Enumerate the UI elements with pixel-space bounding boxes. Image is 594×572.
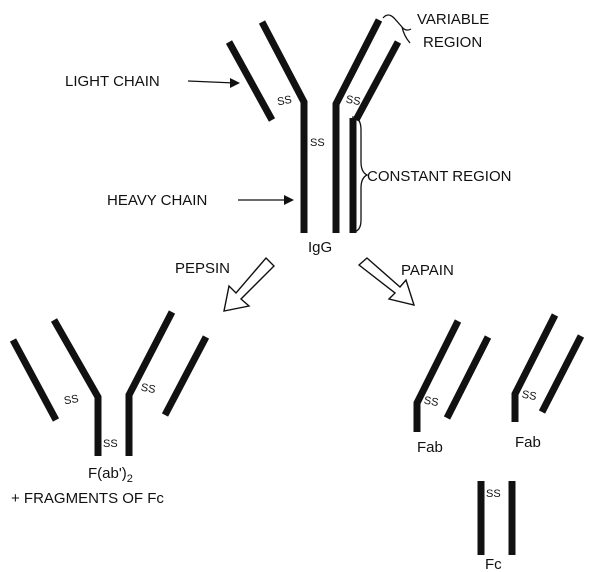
fab-fragment-right: SS bbox=[511, 313, 585, 422]
fc-label: Fc bbox=[485, 556, 502, 572]
igg-ss-heavy: SS bbox=[310, 137, 325, 149]
light-chain-label: LIGHT CHAIN bbox=[65, 73, 160, 90]
fragments-of-fc-label: + FRAGMENTS OF Fc bbox=[11, 490, 164, 507]
fab-right-label: Fab bbox=[515, 434, 541, 451]
igg-heavy-chain-right bbox=[332, 18, 383, 233]
fab2-heavy-chain-right bbox=[125, 310, 176, 456]
fab2-label-subscript: 2 bbox=[127, 473, 133, 485]
constant-region-label: CONSTANT REGION bbox=[367, 168, 511, 185]
light-chain-arrow-line bbox=[187, 80, 236, 84]
fab2-ss-heavy: SS bbox=[103, 438, 118, 450]
igg-light-chain-left bbox=[225, 40, 276, 122]
fab2-label: F(ab')2 bbox=[88, 465, 133, 485]
constant-region-brace bbox=[351, 116, 369, 233]
variable-region-label-line1: VARIABLE bbox=[417, 11, 489, 28]
fab2-light-chain-right bbox=[161, 335, 210, 417]
fab-left-heavy-chain bbox=[413, 319, 462, 432]
fc-ss: SS bbox=[486, 488, 501, 500]
pepsin-label: PEPSIN bbox=[175, 260, 230, 277]
heavy-chain-arrow-head bbox=[284, 195, 294, 205]
igg-heavy-chain-left bbox=[258, 20, 308, 233]
fc-fragment: SS bbox=[477, 481, 516, 555]
fab-right-ss: SS bbox=[521, 389, 538, 403]
fab2-fragment: SS SS SS bbox=[9, 310, 210, 456]
igg-molecule: SS SS SS bbox=[225, 18, 402, 233]
pepsin-arrow bbox=[223, 256, 275, 312]
fab-right-light-chain bbox=[538, 334, 585, 414]
heavy-chain-label: HEAVY CHAIN bbox=[107, 192, 207, 209]
igg-ss-light-right: SS bbox=[345, 94, 362, 108]
papain-arrow bbox=[357, 257, 416, 306]
fab2-ss-right: SS bbox=[140, 382, 157, 396]
light-chain-arrow-head bbox=[230, 78, 240, 88]
fab-left-label: Fab bbox=[417, 439, 443, 456]
igg-ss-light-left: SS bbox=[276, 94, 293, 108]
igg-light-chain-right bbox=[352, 40, 402, 122]
variable-region-label-line2: REGION bbox=[423, 34, 482, 51]
fab-right-heavy-chain bbox=[511, 313, 559, 422]
igg-label: IgG bbox=[308, 239, 332, 256]
fab2-light-chain-left bbox=[9, 338, 60, 422]
fab2-heavy-chain-left bbox=[50, 318, 102, 456]
fab-left-light-chain bbox=[443, 335, 492, 420]
variable-region-brace bbox=[382, 14, 412, 44]
papain-label: PAPAIN bbox=[401, 262, 454, 279]
fab2-label-base: F(ab') bbox=[88, 465, 127, 482]
fab-left-ss: SS bbox=[423, 395, 440, 409]
fab2-ss-left: SS bbox=[63, 393, 80, 407]
fab-fragment-left: SS bbox=[413, 319, 492, 432]
